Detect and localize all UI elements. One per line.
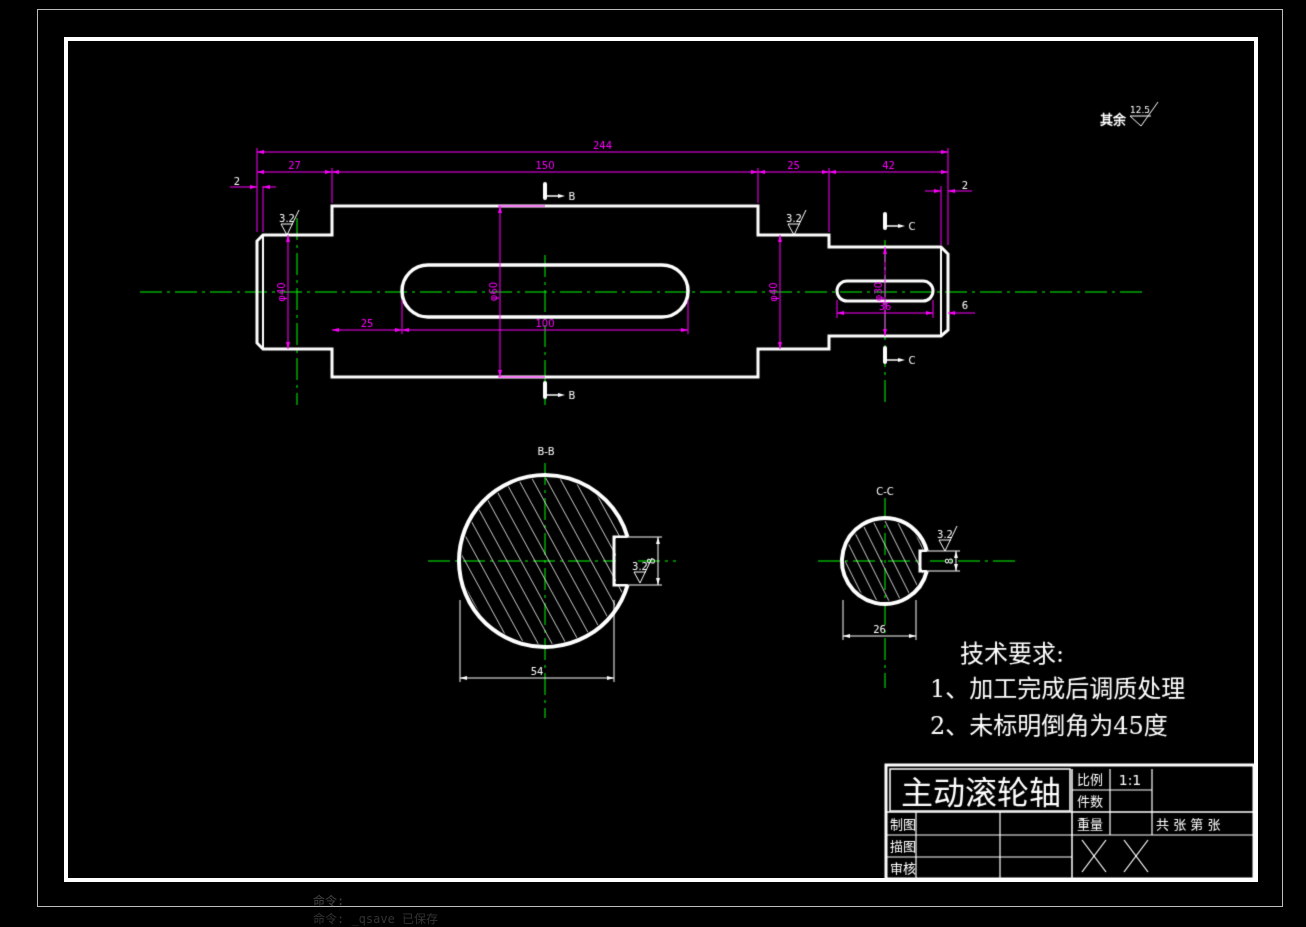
command-line-2: 命令: _qsave 已保存 xyxy=(313,912,439,926)
command-line-1: 命令: xyxy=(313,894,345,908)
